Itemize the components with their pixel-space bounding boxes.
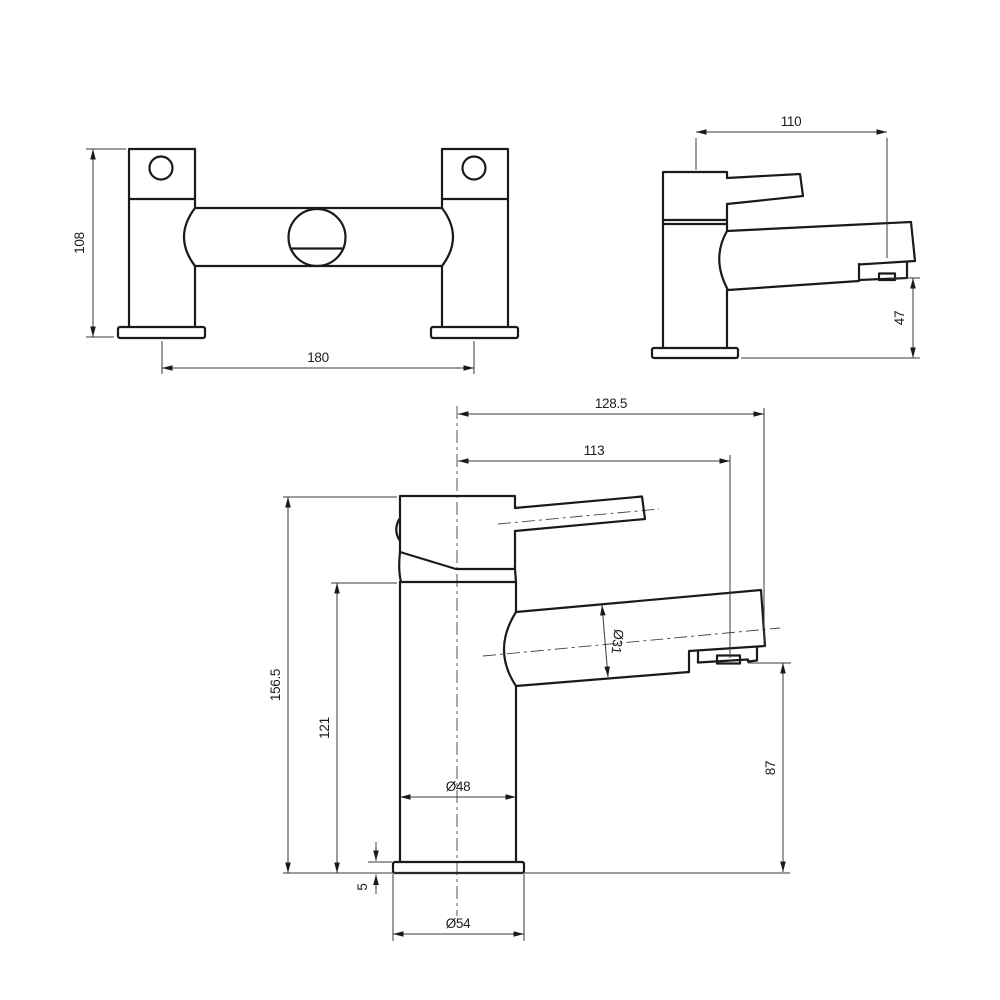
dim-label-113: 113 <box>584 443 605 458</box>
spout-bottom-edge <box>514 670 691 688</box>
dim-label-87: 87 <box>763 761 778 775</box>
large-base-flange <box>391 860 526 875</box>
dim-110: 110 <box>695 114 888 258</box>
spout-top-end-cut <box>514 588 767 674</box>
small-pillar-joint-lines <box>661 218 729 226</box>
dim-128-5: 128.5 <box>458 396 765 647</box>
bar-right-rounded-end <box>440 206 454 268</box>
dim-label-121: 121 <box>317 717 332 739</box>
small-spout-bottom-edge <box>726 279 861 292</box>
dim-108: 108 <box>72 148 126 338</box>
dim-121: 121 <box>317 582 397 873</box>
dim-dia-54-extension-lines <box>392 874 525 941</box>
dim-label-128-5: 128.5 <box>595 396 627 411</box>
left-pillar-head <box>127 147 197 201</box>
right-pillar-base-flange <box>429 325 520 340</box>
left-pillar-base-flange <box>116 325 207 340</box>
large-aerator-bracket <box>696 646 759 664</box>
dim-label-dia-48: Ø48 <box>446 779 471 794</box>
small-spout-base-arc <box>718 229 730 292</box>
dim-label-47: 47 <box>892 311 907 325</box>
spout-base-arc <box>502 610 518 688</box>
dim-label-108: 108 <box>72 232 87 254</box>
bar-left-rounded-end <box>183 206 197 268</box>
spout-centerline <box>482 627 781 657</box>
bar-center-boss-circle <box>287 207 347 268</box>
dim-110-extension-lines <box>695 138 888 258</box>
small-pillar-outline <box>661 170 729 350</box>
front-right-pillar <box>429 147 520 340</box>
dim-180: 180 <box>161 341 475 374</box>
handle-centerline <box>497 508 660 525</box>
small-aerator-outlet <box>877 272 897 282</box>
small-spout-top-and-end <box>725 220 917 266</box>
front-left-pillar <box>116 147 207 340</box>
front-body-bar <box>183 206 454 268</box>
large-cartridge-head <box>395 494 518 584</box>
small-base-flange <box>650 346 740 360</box>
large-spout <box>502 588 767 688</box>
small-spout <box>718 220 917 292</box>
dim-label-156-5: 156.5 <box>268 669 283 701</box>
head-neck-lines <box>398 550 518 584</box>
dim-113: 113 <box>458 443 731 658</box>
side-view-large: 128.5 113 156.5 121 87 Ø31 <box>268 396 791 941</box>
dim-dia-48: Ø48 <box>400 779 516 800</box>
dim-108-extension-lines <box>86 148 126 338</box>
head-outline <box>398 494 517 571</box>
dim-47: 47 <box>741 277 920 359</box>
large-body-column <box>391 580 526 875</box>
dim-156-5: 156.5 <box>268 496 397 873</box>
dim-label-110: 110 <box>781 114 802 129</box>
dim-label-dia-54: Ø54 <box>446 916 471 931</box>
dim-5: 5 <box>355 842 392 894</box>
side-view-small: 110 47 <box>650 114 920 360</box>
large-aerator-outlet <box>715 654 742 665</box>
dim-label-180: 180 <box>307 350 329 365</box>
dim-dia-54: Ø54 <box>392 874 525 941</box>
dim-dia-31-line <box>600 604 610 678</box>
dim-dia-31: Ø31 <box>600 604 627 678</box>
right-pillar-indicator-circle <box>461 155 487 181</box>
small-body <box>650 170 740 360</box>
head-side-button <box>395 516 402 543</box>
large-handle-lever <box>513 495 647 533</box>
front-view: 108 180 <box>72 147 520 374</box>
left-pillar-indicator-circle <box>148 155 174 181</box>
dim-87: 87 <box>748 662 791 872</box>
dim-label-dia-31: Ø31 <box>609 628 627 654</box>
dim-label-5: 5 <box>355 883 370 890</box>
small-handle-lever <box>725 172 805 206</box>
right-pillar-head <box>440 147 510 201</box>
